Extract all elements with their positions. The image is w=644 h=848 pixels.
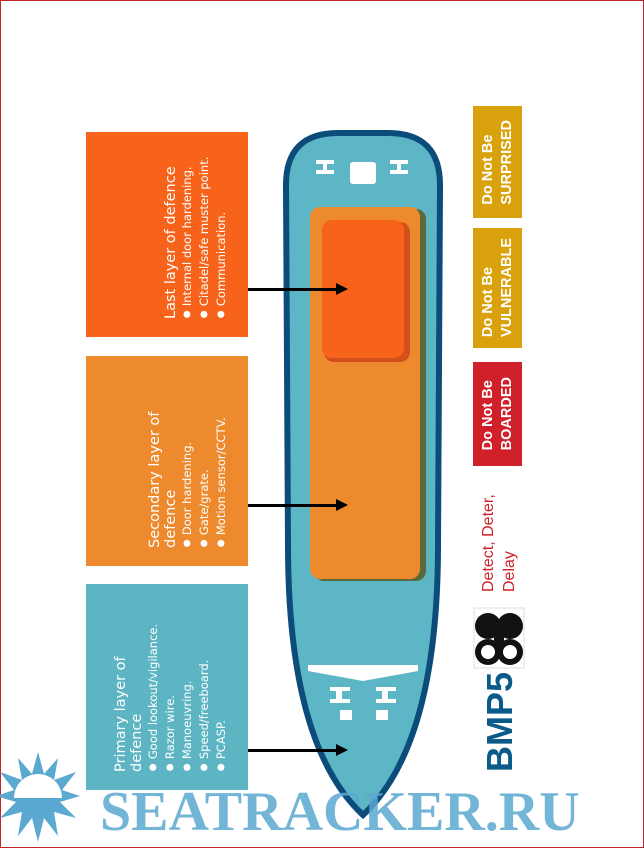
arrow-primary <box>248 744 348 756</box>
binoculars-icon <box>473 607 525 669</box>
list-item: Motion sensor/CCTV. <box>213 378 230 548</box>
list-item: Manoeuvring. <box>179 606 196 772</box>
primary-layer-box: Primary layer of defence Good lookout/vi… <box>86 584 248 790</box>
arrow-secondary <box>248 499 348 511</box>
list-item: PCASP. <box>213 606 230 772</box>
list-item: Communication. <box>213 154 230 319</box>
list-item: Razor wire. <box>162 606 179 772</box>
ship-diagram <box>282 130 444 820</box>
list-item: Gate/grate. <box>196 378 213 548</box>
layer-title: Last layer of defence <box>163 166 179 319</box>
layer-title: Primary layer of defence <box>113 656 145 772</box>
list-item: Citadel/safe muster point. <box>196 154 213 319</box>
list-item: Speed/freeboard. <box>196 606 213 772</box>
bmp5-logo: BMP5 <box>479 671 520 772</box>
watermark: SEATRACKER.RU <box>100 781 580 843</box>
list-item: Door hardening. <box>179 378 196 548</box>
list-item: Good lookout/vigilance. <box>145 606 162 772</box>
layer-title: Secondary layer of defence <box>147 411 179 548</box>
secondary-layer-box: Secondary layer of defence Door hardenin… <box>86 356 248 566</box>
bridge-icons <box>308 160 418 720</box>
sun-logo-icon <box>0 752 80 842</box>
arrow-last <box>248 283 348 295</box>
list-item: Internal door hardening. <box>179 154 196 319</box>
motto: Detect, Deter,Delay <box>480 494 518 592</box>
last-layer-box: Last layer of defence Internal door hard… <box>86 132 248 337</box>
